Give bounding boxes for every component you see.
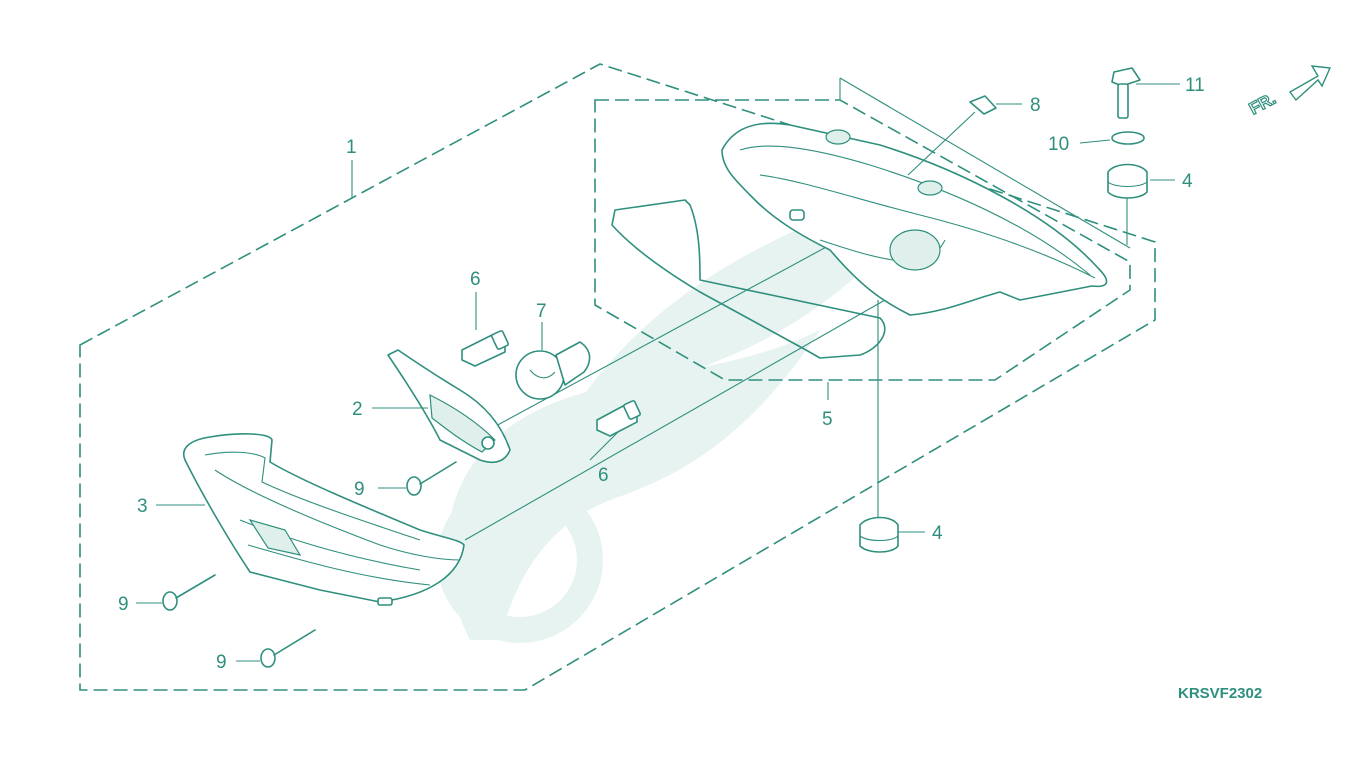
- lens-part-3: [183, 433, 465, 606]
- washer-part-10: [1111, 131, 1145, 145]
- callout-9-lower: 9: [216, 652, 227, 673]
- callout-7: 7: [536, 301, 547, 322]
- bulb-part-6-upper: [461, 330, 509, 367]
- front-direction-label: FR.: [1246, 89, 1279, 119]
- callout-6-upper: 6: [470, 269, 481, 290]
- callout-3: 3: [137, 496, 148, 517]
- rear-housing-part: [721, 122, 1108, 316]
- clip-part-8: [907, 95, 997, 176]
- reflector-part-2: [387, 349, 511, 464]
- screw-part-9-upper: [406, 461, 457, 496]
- callout-9-upper: 9: [354, 479, 365, 500]
- bulb-part-6-lower: [596, 400, 641, 437]
- callout-leaders: [136, 83, 1180, 662]
- diagram-code: KRSVF2302: [1178, 685, 1262, 702]
- assembly-boundary-inner: [594, 99, 1131, 381]
- connector-lines: [464, 77, 1131, 541]
- callout-2: 2: [352, 399, 363, 420]
- callout-4-bottom: 4: [932, 523, 943, 544]
- front-arrow-icon: [1288, 65, 1332, 102]
- callout-6-lower: 6: [598, 465, 609, 486]
- callout-9-middle: 9: [118, 594, 129, 615]
- callout-8: 8: [1030, 95, 1041, 116]
- screw-part-9-middle: [162, 574, 216, 611]
- callout-4-top: 4: [1182, 171, 1193, 192]
- grommet-part-4-bottom: [859, 516, 899, 553]
- callout-5: 5: [822, 409, 833, 430]
- grommet-part-4-top: [1107, 163, 1148, 199]
- callout-10: 10: [1048, 134, 1069, 155]
- callout-11: 11: [1185, 75, 1205, 96]
- callout-1: 1: [346, 137, 357, 158]
- screw-part-9-lower: [260, 629, 316, 668]
- front-direction-marker: FR.: [1245, 65, 1332, 119]
- gasket-seal-part: [611, 199, 886, 359]
- bulb-part-7: [515, 341, 591, 400]
- bolt-part-11: [1111, 67, 1141, 119]
- assembly-boundary-outer: [79, 63, 1156, 691]
